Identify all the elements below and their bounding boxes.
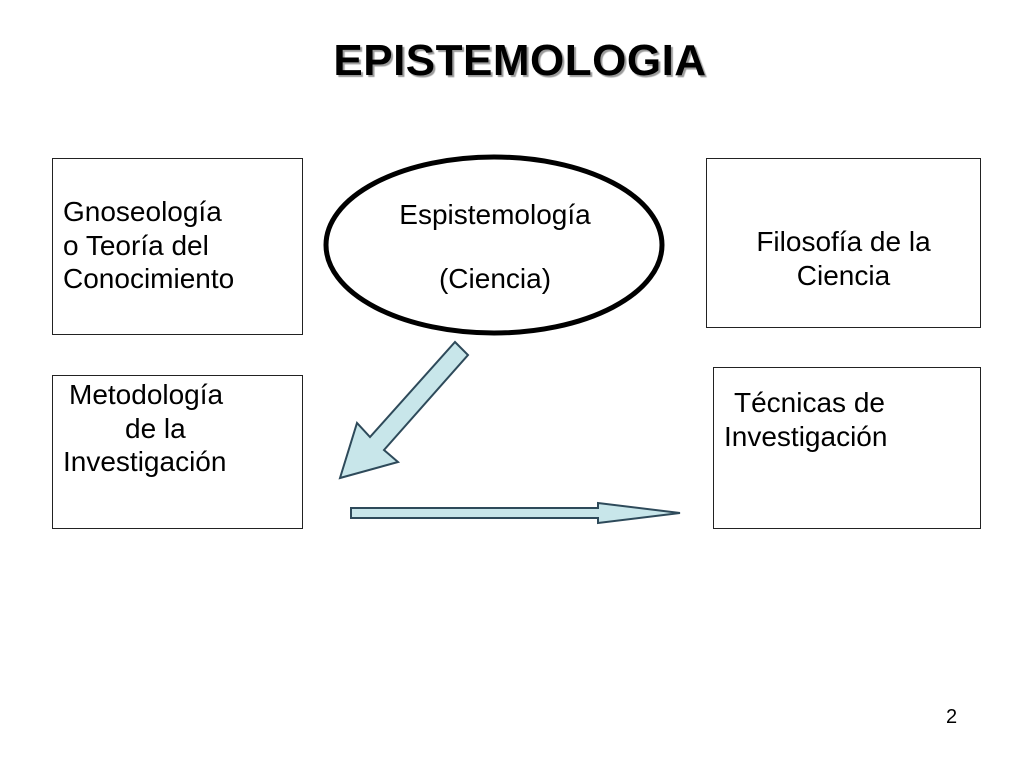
box-metodologia-line-1: Metodología: [69, 379, 224, 410]
box-gnoseologia-line-1: Gnoseología: [63, 196, 222, 227]
ellipse-shape: [323, 154, 665, 336]
box-tecnicas-line-2: Investigación: [724, 420, 888, 452]
box-gnoseologia: Gnoseología o Teoría del Conocimiento: [52, 158, 303, 335]
box-filosofia-line-1: Filosofía de la: [756, 226, 931, 257]
box-filosofia: Filosofía de la Ciencia: [706, 158, 981, 328]
box-filosofia-line-2: Ciencia: [796, 259, 891, 291]
box-metodologia-line-3: Investigación: [63, 446, 227, 478]
box-tecnicas: Técnicas de Investigación: [713, 367, 981, 529]
page-number: 2: [946, 706, 958, 728]
box-gnoseologia-line-3: Conocimiento: [63, 263, 235, 295]
box-metodologia: Metodología de la Investigación: [52, 375, 303, 529]
box-tecnicas-line-1: Técnicas de: [734, 387, 885, 418]
ellipse-label-line-1: Espistemología: [399, 199, 591, 230]
box-gnoseologia-line-2: o Teoría del: [63, 229, 209, 261]
box-metodologia-line-2: de la: [125, 412, 186, 444]
slide-title: EPISTEMOLOGIA: [333, 36, 707, 85]
ellipse-label-line-2: (Ciencia): [438, 263, 552, 294]
diagonal-arrow: [338, 340, 470, 480]
horizontal-arrow: [350, 501, 681, 525]
